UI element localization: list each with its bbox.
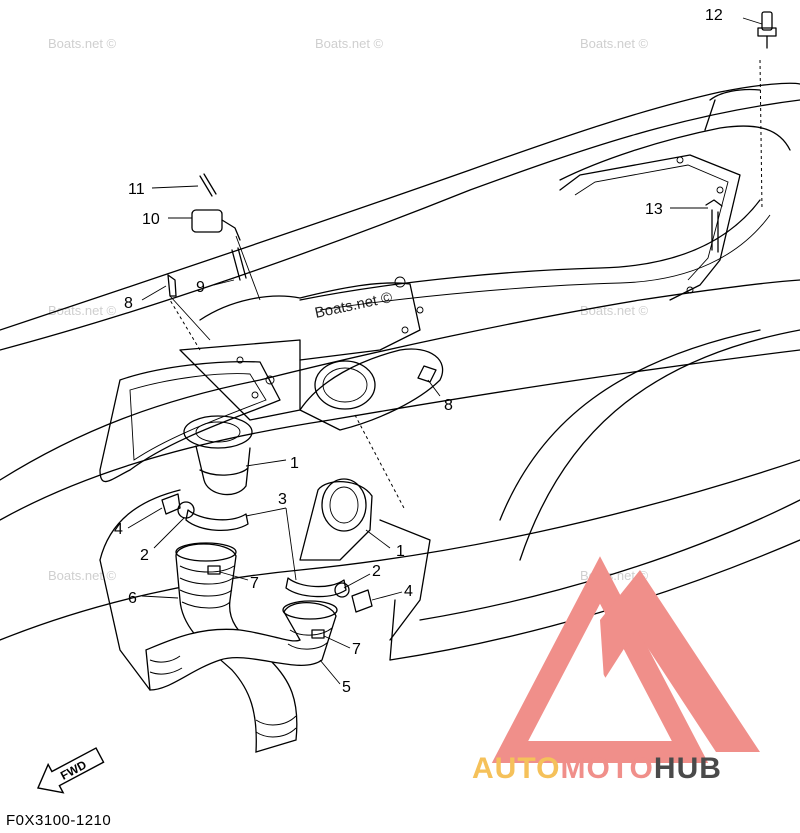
brand-logo-icon xyxy=(491,556,760,763)
callout-7: 7 xyxy=(352,641,361,658)
brand-wordmark: AUTOMOTOHUB xyxy=(472,752,722,786)
watermark: Boats.net © xyxy=(580,36,649,51)
callout-8: 8 xyxy=(444,397,453,414)
callout-4: 4 xyxy=(114,521,123,538)
brand-hub: HUB xyxy=(653,752,722,785)
intake-assembly xyxy=(145,415,373,753)
leader-lines xyxy=(127,17,763,685)
watermark: Boats.net © xyxy=(580,303,649,318)
brand-moto: MOTO xyxy=(560,752,654,785)
callout-4: 4 xyxy=(404,583,413,600)
part-code: F0X3100-1210 xyxy=(6,812,112,829)
callout-8: 8 xyxy=(124,295,133,312)
watermark: Boats.net © xyxy=(48,36,117,51)
watermark: Boats.net © xyxy=(48,568,117,583)
callout-3: 3 xyxy=(278,491,287,508)
top-fittings xyxy=(167,11,777,383)
fwd-arrow-icon: FWD xyxy=(36,747,105,794)
callout-10: 10 xyxy=(142,211,160,228)
callout-2: 2 xyxy=(372,563,381,580)
callout-12: 12 xyxy=(705,7,723,24)
hull-drawing xyxy=(0,59,800,691)
callout-13: 13 xyxy=(645,201,663,218)
callout-6: 6 xyxy=(128,590,137,607)
callout-1: 1 xyxy=(396,543,405,560)
watermark: Boats.net © xyxy=(315,36,384,51)
callout-5: 5 xyxy=(342,679,351,696)
callouts: 12 13 11 10 9 8 8 1 1 3 4 4 2 2 6 7 7 5 xyxy=(114,7,723,696)
callout-9: 9 xyxy=(196,279,205,296)
watermark: Boats.net © xyxy=(48,303,117,318)
callout-11: 11 xyxy=(128,181,145,198)
callout-1: 1 xyxy=(290,455,299,472)
brand-auto: AUTO xyxy=(472,752,561,785)
callout-2: 2 xyxy=(140,547,149,564)
callout-7: 7 xyxy=(250,575,259,592)
